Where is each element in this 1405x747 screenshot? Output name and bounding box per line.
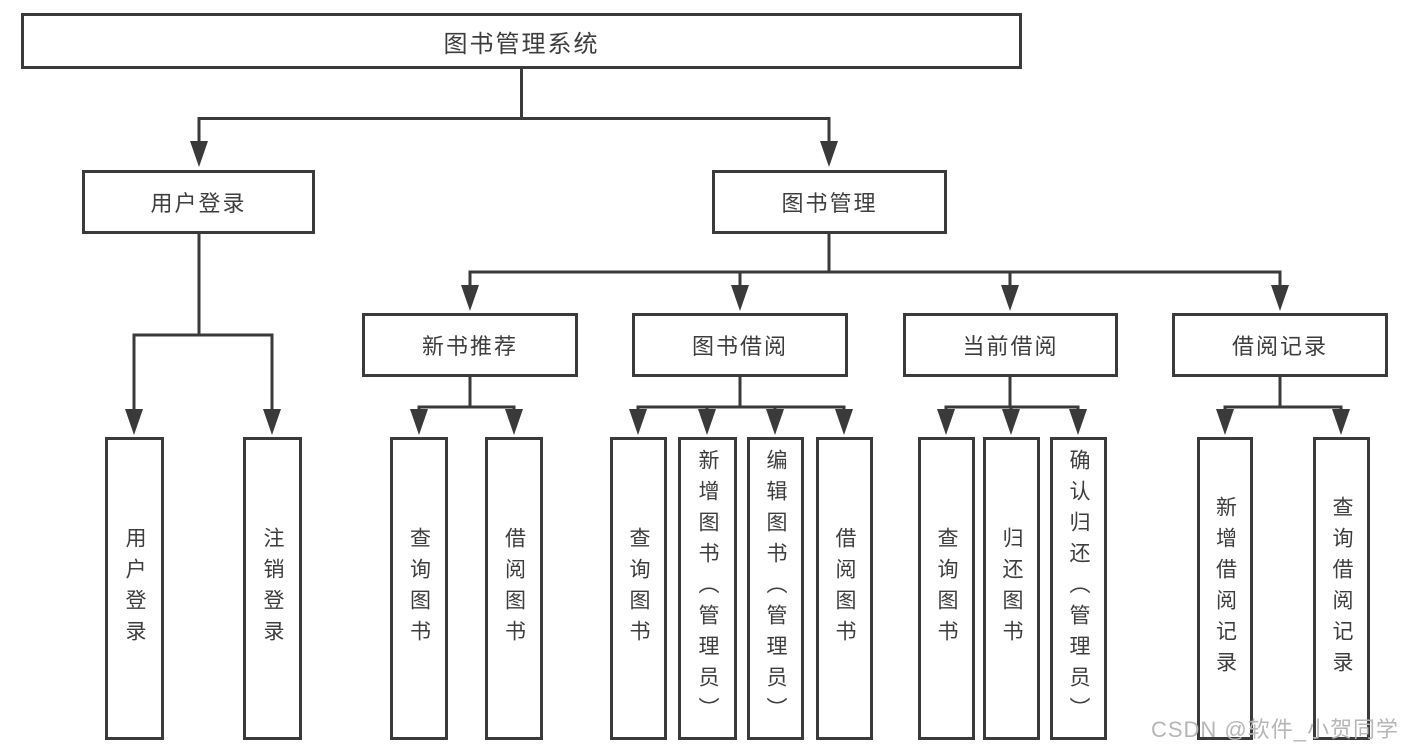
arrow-down-icon	[1271, 285, 1289, 311]
node-label: 借阅记录	[1231, 334, 1328, 359]
leaf-label: 查询图书	[627, 526, 650, 651]
node-label: 新书推荐	[421, 334, 518, 359]
node-book-management: 图书管理	[712, 170, 947, 234]
leaf-borrow-book-newbook: 借阅图书	[485, 437, 543, 740]
node-book-borrow: 图书借阅	[632, 313, 848, 377]
csdn-watermark: CSDN @软件_小贺同学	[1150, 717, 1399, 742]
arrow-down-icon	[1216, 409, 1234, 435]
connector-lines	[132, 69, 1343, 413]
node-label: 图书管理	[781, 191, 878, 216]
leaf-confirm-return-admin: 确认归还（管理员）	[1050, 437, 1107, 740]
arrow-down-icon	[766, 409, 784, 435]
leaf-label: 新增借阅记录	[1213, 495, 1237, 682]
node-label: 用户登录	[150, 191, 247, 216]
node-label: 图书借阅	[691, 334, 788, 359]
leaf-logout: 注销登录	[243, 437, 302, 740]
leaf-add-borrow-record: 新增借阅记录	[1197, 437, 1253, 740]
arrow-down-icon	[505, 409, 523, 435]
arrow-down-icon	[731, 285, 749, 311]
leaf-query-book-current: 查询图书	[918, 437, 975, 740]
leaf-query-book-borrow: 查询图书	[610, 437, 667, 740]
arrow-down-icon	[1001, 285, 1019, 311]
leaf-query-borrow-record: 查询借阅记录	[1313, 437, 1370, 740]
arrow-down-icon	[1332, 409, 1350, 435]
leaf-label: 编辑图书（管理员）	[764, 449, 787, 728]
arrow-down-icon	[125, 409, 143, 435]
leaf-add-book-admin: 新增图书（管理员）	[678, 437, 737, 740]
arrow-down-icon	[937, 409, 955, 435]
leaf-label: 借阅图书	[833, 526, 856, 651]
node-current-borrow: 当前借阅	[903, 313, 1118, 377]
leaf-label: 查询图书	[935, 526, 958, 651]
arrow-down-icon	[629, 409, 647, 435]
arrow-down-icon	[1069, 409, 1087, 435]
leaf-edit-book-admin: 编辑图书（管理员）	[747, 437, 804, 740]
node-label: 图书管理系统	[443, 30, 600, 58]
node-borrow-records: 借阅记录	[1172, 313, 1388, 377]
leaf-query-book-newbook: 查询图书	[390, 437, 448, 740]
leaf-borrow-book: 借阅图书	[816, 437, 873, 740]
arrow-down-icon	[190, 141, 208, 167]
arrow-down-icon	[820, 141, 838, 167]
leaf-return-book: 归还图书	[983, 437, 1040, 740]
node-label: 当前借阅	[962, 334, 1059, 359]
leaf-label: 查询借阅记录	[1330, 495, 1353, 682]
arrow-down-icon	[698, 409, 716, 435]
node-library-system: 图书管理系统	[21, 13, 1022, 69]
arrow-down-icon	[1002, 409, 1020, 435]
leaf-label: 新增图书（管理员）	[696, 449, 719, 728]
leaf-label: 查询图书	[407, 526, 431, 651]
node-user-login: 用户登录	[82, 170, 315, 234]
node-new-book-recommend: 新书推荐	[362, 313, 578, 377]
leaf-label: 注销登录	[261, 526, 284, 651]
arrow-down-icon	[835, 409, 853, 435]
arrow-down-icon	[263, 409, 281, 435]
arrow-down-icon	[410, 409, 428, 435]
leaf-label: 确认归还（管理员）	[1067, 449, 1090, 728]
leaf-label: 归还图书	[1000, 526, 1023, 651]
leaf-label: 用户登录	[123, 526, 146, 651]
leaf-user-login: 用户登录	[105, 437, 164, 740]
arrow-down-icons	[125, 141, 1350, 435]
arrow-down-icon	[461, 285, 479, 311]
leaf-label: 借阅图书	[502, 526, 526, 651]
